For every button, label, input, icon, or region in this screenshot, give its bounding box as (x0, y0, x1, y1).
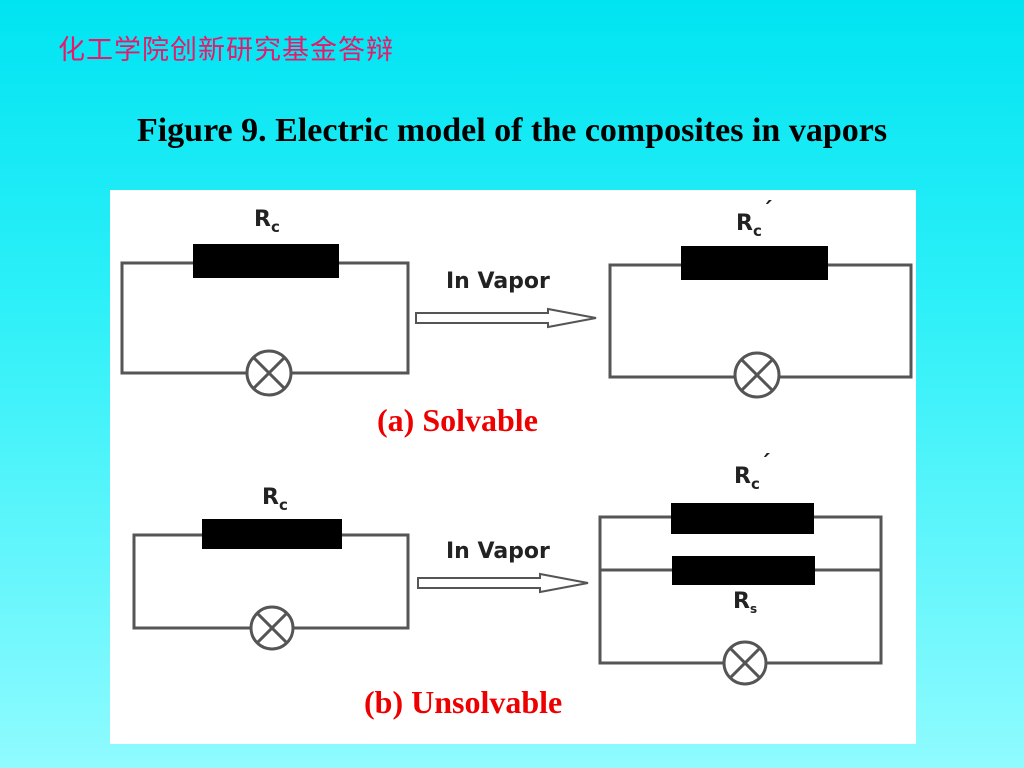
label-rc-b-before: Rc (262, 485, 288, 514)
caption-solvable: (a) Solvable (377, 402, 538, 438)
lamp-b-before-icon (249, 605, 295, 651)
arrow-a-icon (415, 307, 597, 329)
circuit-diagram: In Vapor In Vapor Rc Rc´ Rc Rc´ Rs (120, 199, 913, 686)
lamp-a-after-icon (733, 351, 781, 399)
slide-header: 化工学院创新研究基金答辩 (58, 35, 394, 66)
label-rc-a-before: Rc (254, 207, 280, 236)
label-rs-b-after: Rs (733, 589, 757, 616)
label-rc-a-after: Rc´ (736, 199, 773, 240)
resistor-b-after-top (671, 503, 814, 534)
diagram-panel: In Vapor In Vapor Rc Rc´ Rc Rc´ Rs (a) S… (110, 190, 916, 744)
resistor-b-after-bottom (672, 556, 815, 585)
resistor-a-before (193, 244, 339, 278)
label-rc-b-after: Rc´ (734, 452, 771, 493)
resistor-a-after (681, 246, 828, 280)
caption-unsolvable: (b) Unsolvable (364, 684, 563, 720)
arrow-a-label: In Vapor (446, 269, 550, 294)
figure-title: Figure 9. Electric model of the composit… (136, 112, 888, 149)
lamp-b-after-icon (722, 640, 768, 686)
lamp-a-before-icon (245, 349, 293, 397)
resistor-b-before (202, 519, 342, 549)
arrow-b-icon (417, 572, 589, 594)
arrow-b-label: In Vapor (446, 539, 550, 564)
